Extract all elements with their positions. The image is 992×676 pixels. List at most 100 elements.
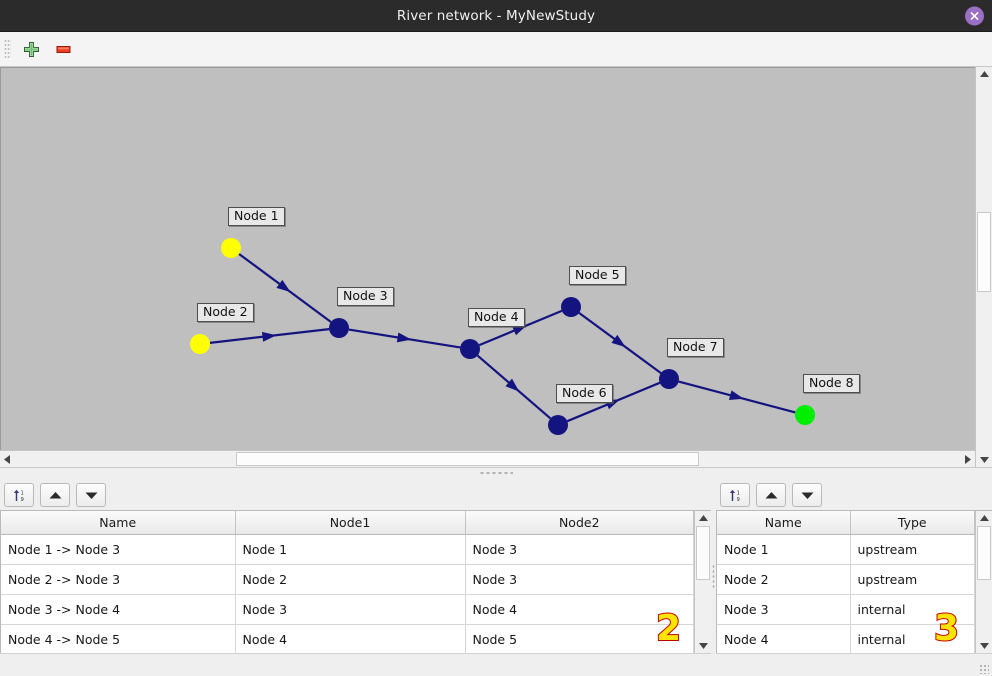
svg-text:1: 1	[20, 490, 23, 496]
graph-node-label[interactable]: Node 1	[228, 207, 285, 226]
reach-table-cell[interactable]: Node 4	[235, 624, 466, 653]
graph-node[interactable]	[561, 297, 581, 317]
vertical-splitter-grip	[712, 564, 715, 590]
reach-table-cell[interactable]: Node 2	[235, 564, 466, 595]
node-table-cell[interactable]: Node 1	[717, 534, 851, 565]
graph-nodes	[190, 238, 815, 435]
graph-node-label[interactable]: Node 6	[556, 384, 613, 403]
reach-vscroll-down-arrow[interactable]	[695, 638, 711, 653]
add-node-button[interactable]	[15, 34, 47, 64]
graph-area: Node 1 Node 2 Node 3 Node 4 Node 5 Node 6 Node…	[0, 67, 992, 467]
sort-icon: 1 9	[729, 489, 739, 503]
reach-column-header[interactable]: Name	[1, 511, 236, 535]
node-table-cell[interactable]: Node 2	[717, 564, 851, 595]
graph-node[interactable]	[329, 318, 349, 338]
graph-vscrollbar[interactable]	[975, 67, 992, 467]
node-table-vscrollbar[interactable]	[975, 511, 992, 653]
network-canvas[interactable]: Node 1 Node 2 Node 3 Node 4 Node 5 Node 6 Node…	[0, 67, 975, 450]
hscroll-thumb[interactable]	[236, 452, 699, 466]
graph-node-label[interactable]: Node 5	[569, 266, 626, 285]
node-table-cell[interactable]: upstream	[850, 564, 975, 595]
graph-node[interactable]	[659, 369, 679, 389]
reach-vscroll-up-arrow[interactable]	[695, 511, 711, 526]
resize-grip[interactable]	[979, 664, 989, 674]
reach-table-cell[interactable]: Node 1	[235, 534, 466, 565]
node-vscroll-down-arrow[interactable]	[976, 638, 992, 653]
node-column-header[interactable]: Type	[850, 511, 975, 535]
vscroll-track[interactable]	[976, 82, 992, 452]
title-bar: River network - MyNewStudy	[0, 0, 992, 32]
horizontal-splitter[interactable]	[0, 467, 992, 478]
reach-vscroll-thumb[interactable]	[696, 526, 710, 580]
node-move-up-button[interactable]	[756, 483, 786, 507]
remove-node-button[interactable]	[47, 34, 79, 64]
graph-node[interactable]	[190, 334, 210, 354]
reach-table-cell[interactable]: Node 3	[465, 534, 694, 565]
graph-node-label[interactable]: Node 7	[667, 338, 724, 357]
graph-node-label[interactable]: Node 8	[803, 374, 860, 393]
graph-node[interactable]	[795, 405, 815, 425]
graph-hscrollbar[interactable]	[0, 450, 975, 467]
vscroll-down-arrow[interactable]	[976, 452, 992, 467]
svg-text:1: 1	[736, 490, 739, 496]
reach-table-cell[interactable]: Node 3	[235, 594, 466, 625]
toolbar-drag-handle[interactable]	[4, 39, 11, 59]
reach-column-header[interactable]: Node1	[235, 511, 466, 535]
reach-table-cell[interactable]: Node 3	[465, 564, 694, 595]
add-plus-icon	[23, 41, 39, 57]
reach-table-cell[interactable]: Node 1 -> Node 3	[1, 534, 236, 565]
graph-edge-arrow	[728, 390, 744, 401]
node-table-cell[interactable]: internal	[850, 594, 975, 625]
arrow-up-icon	[765, 491, 777, 498]
node-table-cell[interactable]: internal	[850, 624, 975, 653]
reach-move-down-button[interactable]	[76, 483, 106, 507]
reach-table-cell[interactable]: Node 4 -> Node 5	[1, 624, 236, 653]
node-vscroll-thumb[interactable]	[977, 526, 991, 580]
reach-table-cell[interactable]: Node 2 -> Node 3	[1, 564, 236, 595]
graph-node[interactable]	[460, 339, 480, 359]
hscroll-left-arrow[interactable]	[0, 451, 15, 467]
hscroll-track[interactable]	[15, 451, 960, 467]
window-title: River network - MyNewStudy	[396, 7, 596, 24]
node-column-header[interactable]: Name	[717, 511, 851, 535]
reach-column-header[interactable]: Node2	[465, 511, 694, 535]
reach-table-cell[interactable]: Node 4	[465, 594, 694, 625]
node-table-cell[interactable]: upstream	[850, 534, 975, 565]
reach-sort-button[interactable]: 1 9	[4, 483, 34, 507]
node-vscroll-up-arrow[interactable]	[976, 511, 992, 526]
reach-table-cell[interactable]: Node 5	[465, 624, 694, 653]
vscroll-thumb[interactable]	[977, 212, 991, 292]
node-table-cell[interactable]: Node 4	[717, 624, 851, 653]
graph-node[interactable]	[548, 415, 568, 435]
vertical-splitter[interactable]	[711, 478, 716, 676]
reach-table-cell[interactable]: Node 3 -> Node 4	[1, 594, 236, 625]
graph-node-label[interactable]: Node 4	[468, 308, 525, 327]
node-move-down-button[interactable]	[792, 483, 822, 507]
graph-node[interactable]	[221, 238, 241, 258]
node-table-cell[interactable]: Node 3	[717, 594, 851, 625]
arrow-down-icon	[85, 492, 97, 499]
close-icon[interactable]	[965, 6, 984, 25]
graph-node-label[interactable]: Node 3	[337, 287, 394, 306]
node-vscroll-track[interactable]	[976, 526, 992, 638]
graph-node-label[interactable]: Node 2	[197, 303, 254, 322]
arrow-up-icon	[49, 491, 61, 498]
reach-move-up-button[interactable]	[40, 483, 70, 507]
reach-vscroll-track[interactable]	[695, 526, 711, 638]
reach-table-vscrollbar[interactable]	[694, 511, 711, 653]
hscroll-right-arrow[interactable]	[960, 451, 975, 467]
vscroll-up-arrow[interactable]	[976, 67, 992, 82]
node-sort-button[interactable]: 1 9	[720, 483, 750, 507]
